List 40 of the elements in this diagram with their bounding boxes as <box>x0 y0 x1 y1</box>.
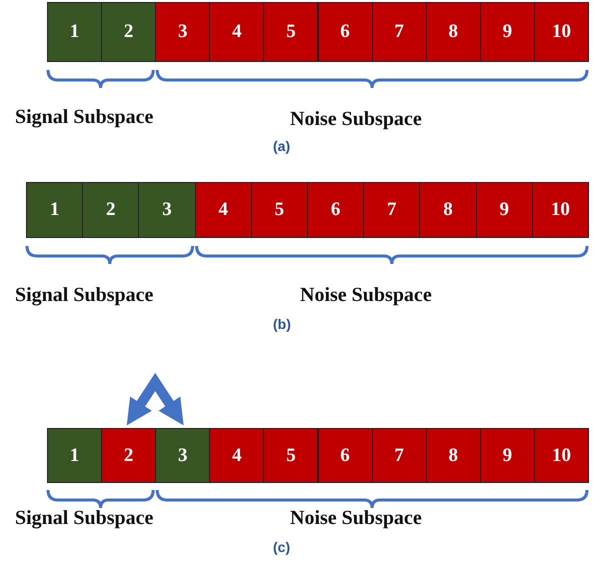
numbered-cell: 8 <box>426 2 481 62</box>
swap-arrow <box>126 372 184 426</box>
numbered-cell: 4 <box>194 182 252 238</box>
subspace-label: Noise Subspace <box>290 507 422 530</box>
numbered-cell: 8 <box>419 182 477 238</box>
panel-label: (b) <box>273 316 291 332</box>
numbered-cell: 3 <box>138 182 196 238</box>
numbered-cell: 10 <box>534 2 589 62</box>
numbered-cell: 2 <box>82 182 140 238</box>
subspace-label: Signal Subspace <box>15 106 154 129</box>
panel-label: (c) <box>273 539 290 555</box>
numbered-cell: 5 <box>250 182 308 238</box>
numbered-cell: 3 <box>155 2 210 62</box>
numbered-cell: 9 <box>476 182 533 238</box>
numbered-cell: 1 <box>47 428 102 483</box>
numbered-cell: 6 <box>307 182 364 238</box>
subspace-label: Signal Subspace <box>15 507 154 530</box>
numbered-cell: 4 <box>209 428 264 483</box>
numbered-cell: 3 <box>155 428 210 483</box>
numbered-cell: 10 <box>532 182 589 238</box>
panel-label: (a) <box>273 138 290 154</box>
numbered-cell: 10 <box>534 428 589 483</box>
numbered-cell: 7 <box>372 2 427 62</box>
numbered-cell: 4 <box>209 2 264 62</box>
numbered-cell: 1 <box>47 2 102 62</box>
subspace-label: Noise Subspace <box>290 108 422 131</box>
subspace-label: Noise Subspace <box>300 284 432 307</box>
numbered-cell: 8 <box>426 428 481 483</box>
numbered-cell: 7 <box>363 182 420 238</box>
numbered-cell: 9 <box>480 2 535 62</box>
numbered-cell: 5 <box>263 2 318 62</box>
subspace-label: Signal Subspace <box>15 284 154 307</box>
numbered-cell: 5 <box>263 428 318 483</box>
numbered-cell: 1 <box>26 182 84 238</box>
numbered-cell: 7 <box>372 428 427 483</box>
numbered-cell: 9 <box>480 428 535 483</box>
numbered-cell: 2 <box>101 2 156 62</box>
numbered-cell: 6 <box>318 428 373 483</box>
numbered-cell: 6 <box>318 2 373 62</box>
numbered-cell: 2 <box>101 428 156 483</box>
